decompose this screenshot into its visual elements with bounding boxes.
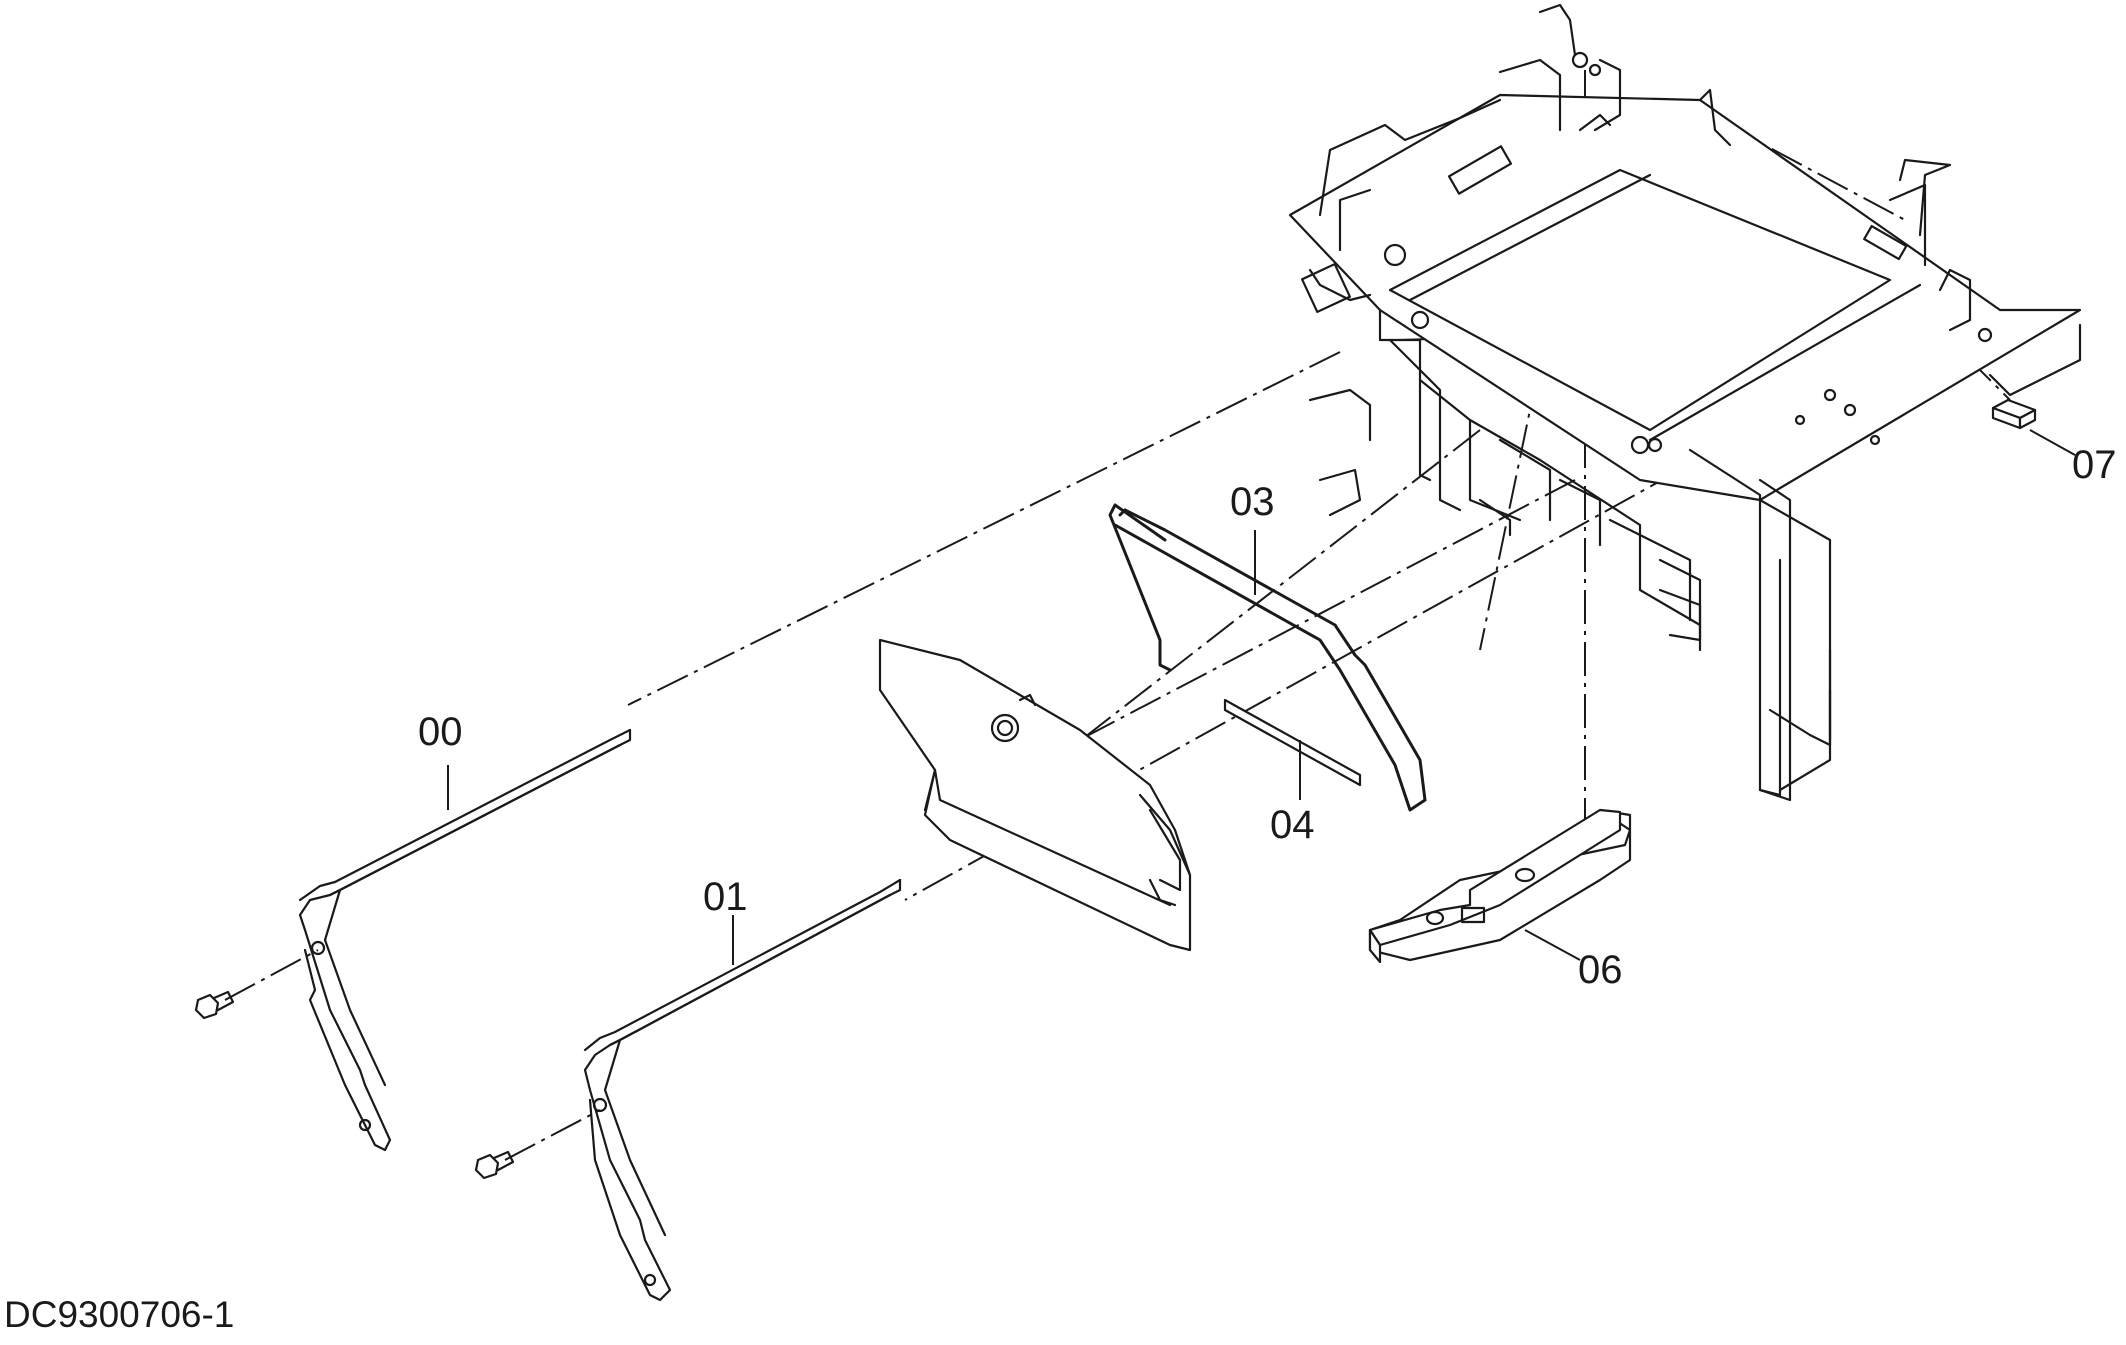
- bolt-lower: [474, 1150, 515, 1180]
- part-07-cap: [1991, 398, 2076, 456]
- callout-06: 06: [1578, 948, 1623, 992]
- callout-04: 04: [1270, 803, 1315, 847]
- callout-07: 07: [2072, 443, 2117, 487]
- part-06-plate: [1368, 808, 1632, 964]
- console-frame: [1288, 3, 2082, 802]
- bolt-upper: [194, 990, 235, 1020]
- part-00-bracket: [298, 728, 632, 1152]
- callout-00: 00: [418, 710, 463, 754]
- cover-panel: [878, 638, 1192, 952]
- reference-code: DC9300706-1: [4, 1294, 234, 1335]
- callout-03: 03: [1230, 480, 1275, 524]
- callout-01: 01: [703, 875, 748, 919]
- part-04-strip: [1223, 698, 1362, 800]
- part-03-gasket: [1108, 503, 1427, 812]
- callout-labels: 00 01 03 04 06 07: [418, 443, 2117, 992]
- part-01-bracket: [583, 878, 902, 1302]
